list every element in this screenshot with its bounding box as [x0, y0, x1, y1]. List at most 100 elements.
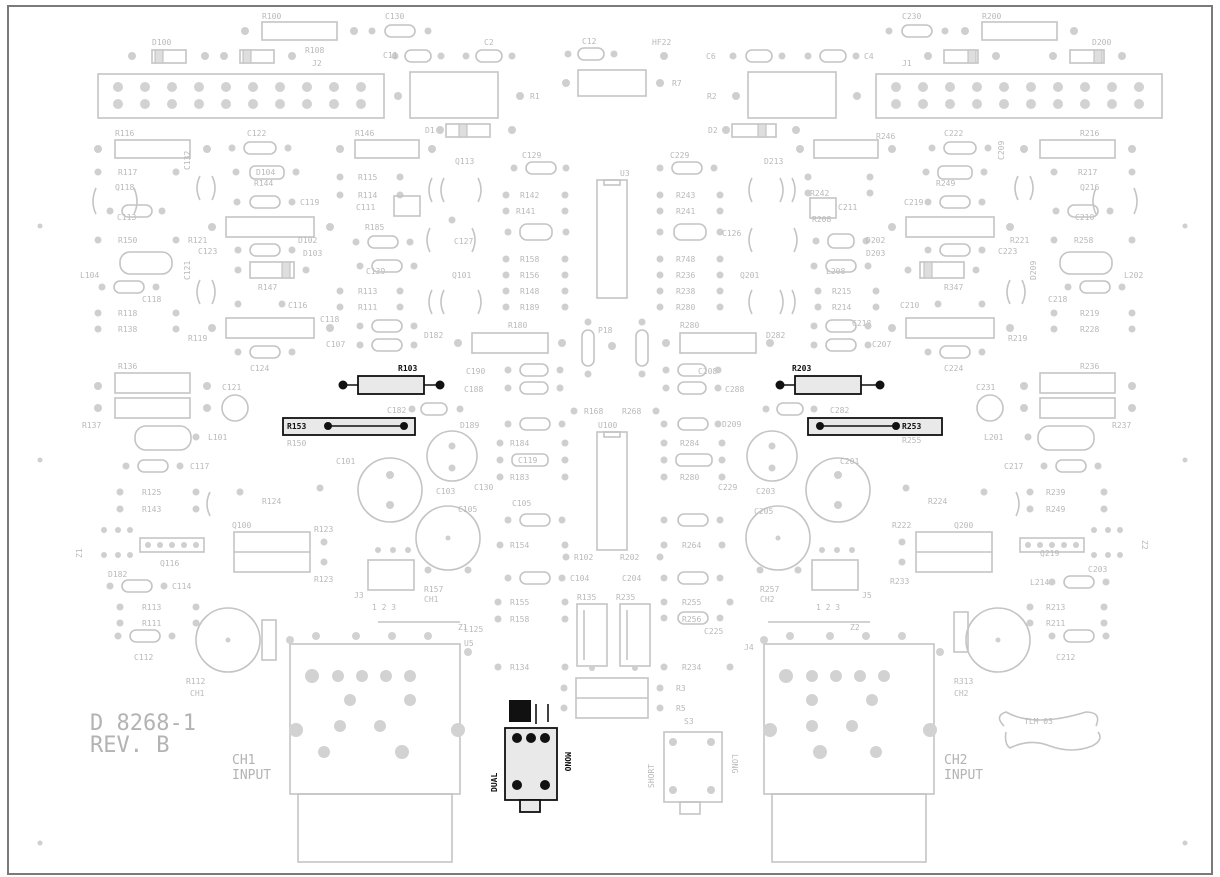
- label-r268: R268: [622, 407, 641, 416]
- label-dual: DUAL: [490, 773, 499, 792]
- label-d209b: D209: [722, 420, 741, 429]
- label-c204: C204: [622, 574, 641, 583]
- label-r241: R241: [676, 207, 695, 216]
- label-u5: U5: [464, 639, 474, 648]
- label-r155: R155: [510, 598, 529, 607]
- tlm-logo: TLM 03: [998, 711, 1101, 751]
- label-r238: R238: [676, 287, 695, 296]
- xlr-input-ch1: CH1 INPUT: [232, 632, 472, 863]
- label-d182: D182: [424, 331, 443, 340]
- label-z2: Z2: [1140, 540, 1149, 550]
- label-d2: D2: [708, 126, 718, 135]
- label-r249: R249: [1046, 505, 1065, 514]
- label-j2: J2: [312, 59, 322, 68]
- label-c217: C217: [1004, 462, 1023, 471]
- label-q116: Q116: [160, 559, 179, 568]
- label-c282: C282: [830, 406, 849, 415]
- label-d104: D104: [256, 168, 275, 177]
- label-j1: J1: [902, 59, 912, 68]
- label-r217: R217: [1078, 168, 1097, 177]
- label-c116: C116: [288, 301, 307, 310]
- mounting-holes: [37, 223, 1188, 846]
- label-q101: Q101: [452, 271, 471, 280]
- label-r202: R202: [620, 553, 639, 562]
- label-r248: R249: [936, 179, 955, 188]
- label-c203: C203: [756, 487, 775, 496]
- label-d187: D182: [108, 570, 127, 579]
- label-ch1-cmr: CH1: [424, 595, 439, 604]
- label-c223: C223: [998, 247, 1017, 256]
- label-r235: R235: [616, 593, 635, 602]
- label-c185: C105: [512, 499, 531, 508]
- label-l201: L201: [984, 433, 1003, 442]
- label-r219b: R219: [1008, 334, 1027, 343]
- label-r215: R215: [832, 287, 851, 296]
- board-edge: [7, 5, 1213, 875]
- label-r213: R213: [1046, 603, 1065, 612]
- label-c103: C103: [436, 487, 455, 496]
- label-r151: R150: [287, 439, 306, 448]
- label-c4: C4: [864, 52, 874, 61]
- label-r233: R233: [890, 577, 909, 586]
- label-r119: R119: [188, 334, 207, 343]
- label-c123: C123: [198, 247, 217, 256]
- label-r148: R148: [520, 287, 539, 296]
- label-r142: R142: [520, 191, 539, 200]
- label-c119: C119: [300, 198, 319, 207]
- label-l202: L202: [1124, 271, 1143, 280]
- label-c229b: C229: [718, 483, 737, 492]
- label-r114: R114: [358, 191, 377, 200]
- label-r157: R157: [424, 585, 443, 594]
- right-upper-section: R246 C222 R216 C209 R249 R217 Q216 C219 …: [796, 129, 1143, 373]
- label-r115: R115: [358, 173, 377, 182]
- label-r122: R123: [314, 525, 333, 534]
- label-r117: R117: [118, 168, 137, 177]
- label-r112: R112: [186, 677, 205, 686]
- label-r216: R216: [1080, 129, 1099, 138]
- left-upper-section: R116 C122 R146 R117 D104 R144 Q118 C119 …: [80, 129, 436, 373]
- label-r156b: R158: [510, 615, 529, 624]
- label-r136: R136: [118, 362, 137, 371]
- label-c126: C126: [722, 229, 741, 238]
- label-r347: R347: [944, 283, 963, 292]
- logo-text: TLM 03: [1024, 717, 1053, 726]
- label-r236: R236: [676, 271, 695, 280]
- label-r280: R280: [676, 303, 695, 312]
- label-c224: C224: [944, 364, 963, 373]
- label-c208: C208: [698, 367, 717, 376]
- label-r185: R185: [365, 223, 384, 232]
- large-capacitors: C101 C103 C105 C130 C201 C203 C205 C229 …: [336, 430, 871, 585]
- label-d213: D213: [764, 157, 783, 166]
- label-q118: Q118: [115, 183, 134, 192]
- label-long: LONG: [730, 754, 739, 773]
- label-d1: D1: [425, 126, 435, 135]
- label-r214: R214: [832, 303, 851, 312]
- label-ch1-input: CH1: [232, 753, 255, 768]
- label-r255: R255: [682, 598, 701, 607]
- label-r134: R134: [510, 663, 529, 672]
- center-right-section: C229 R243 R241 D213 R242 C211 R208 C126 …: [656, 151, 891, 354]
- label-r3: R3: [676, 684, 686, 693]
- part-number: D 8268-1: [90, 711, 196, 736]
- label-c218: C218: [1048, 295, 1067, 304]
- label-c212: C212: [1056, 653, 1075, 662]
- label-r146: R146: [355, 129, 374, 138]
- label-c129: C129: [522, 151, 541, 160]
- label-c210: C210: [900, 301, 919, 310]
- label-ch2-cmr: CH2: [760, 595, 775, 604]
- label-r100: R100: [262, 12, 281, 21]
- label-c207: C207: [872, 340, 891, 349]
- label-c229: C229: [670, 151, 689, 160]
- label-j5-pins: 1 2 3: [816, 603, 840, 612]
- label-d282: D282: [766, 331, 785, 340]
- label-c209: C209: [997, 141, 1006, 160]
- label-r111: R111: [142, 619, 161, 628]
- label-c130: C130: [385, 12, 404, 21]
- label-ch2-input: CH2: [944, 753, 967, 768]
- label-s3: S3: [684, 717, 694, 726]
- label-c182: C182: [387, 406, 406, 415]
- label-c6: C6: [706, 52, 716, 61]
- label-r113b: R113: [358, 287, 377, 296]
- label-r211: R211: [1046, 619, 1065, 628]
